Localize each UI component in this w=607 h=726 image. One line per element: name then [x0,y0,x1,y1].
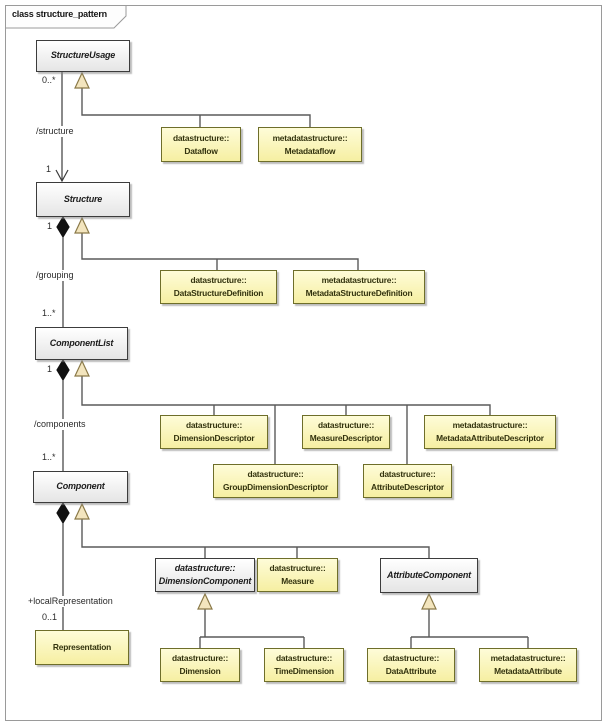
class-attribute-descriptor-label: datastructure:: [379,469,436,480]
edge-label-grouping-target-mult: 1..* [40,308,58,319]
class-data-attribute-label: datastructure:: [382,653,440,664]
class-dimension-descriptor[interactable]: datastructure::DimensionDescriptor [160,415,268,449]
edge-label-structure-role: /structure [34,126,76,137]
class-data-attribute[interactable]: datastructure::DataAttribute [367,648,455,682]
class-attribute-descriptor-label: AttributeDescriptor [371,482,444,492]
class-group-dimension-descriptor[interactable]: datastructure::GroupDimensionDescriptor [213,464,338,498]
class-metadata-structure-definition-label: metadatastructure:: [321,275,397,286]
class-attribute-component[interactable]: AttributeComponent [380,558,478,593]
class-measure-label: datastructure:: [269,563,326,574]
class-measure-descriptor-label: datastructure:: [317,420,375,431]
class-dimension[interactable]: datastructure::Dimension [160,648,240,682]
edge-label-components-source-mult: 1 [45,364,55,375]
class-data-structure-definition-label: DataStructureDefinition [173,288,264,298]
generalization-triangle-icon [74,502,90,520]
class-metadataflow-label: Metadataflow [284,145,336,156]
class-metadata-attribute-descriptor[interactable]: metadatastructure::MetadataAttributeDesc… [424,415,556,449]
class-measure-descriptor-label: MeasureDescriptor [309,433,383,443]
generalization-triangle-icon [74,359,90,377]
class-structure[interactable]: Structure [36,182,130,217]
class-representation-label: Representation [52,642,112,653]
class-measure[interactable]: datastructure::Measure [257,558,338,592]
class-time-dimension[interactable]: datastructure::TimeDimension [264,648,344,682]
edge-generalization-dimensioncomponent-children [199,609,305,648]
class-dimension-component[interactable]: datastructure::DimensionComponent [155,558,255,592]
class-dimension-label: Dimension [179,666,221,676]
class-dimension-label: datastructure:: [171,653,229,664]
edge-label-local-representation-mult: 0..1 [40,612,60,623]
class-metadata-attribute-descriptor-label: metadatastructure:: [452,420,528,431]
generalization-triangle-icon [421,592,437,610]
edge-generalization-structure-children [81,233,359,270]
diagram-frame-title: class structure_pattern [12,9,107,19]
edge-label-components-target-mult: 1..* [40,452,58,463]
edge-generalization-attributecomponent-children [410,609,529,648]
class-data-attribute-label: DataAttribute [385,666,437,676]
class-metadata-attribute-descriptor-label: MetadataAttributeDescriptor [436,433,544,443]
edge-componentlist-component-composition [56,358,70,471]
class-dimension-component-label: DimensionComponent [158,576,252,586]
edge-label-grouping-role: /grouping [34,270,76,281]
class-time-dimension-label: datastructure:: [275,653,333,664]
class-dataflow-label: Dataflow [184,145,218,156]
class-dimension-descriptor-label: DimensionDescriptor [173,433,255,443]
class-metadata-attribute[interactable]: metadatastructure::MetadataAttribute [479,648,577,682]
class-measure-descriptor[interactable]: datastructure::MeasureDescriptor [302,415,390,449]
class-component-label: Component [56,481,105,492]
edge-label-components-role: /components [32,419,88,430]
class-component-list-label: ComponentList [49,337,114,348]
class-metadataflow-label: metadatastructure:: [272,132,348,143]
class-component-list[interactable]: ComponentList [35,327,128,360]
class-measure-label: Measure [281,576,314,586]
generalization-triangle-icon [74,216,90,234]
class-dimension-component-label: datastructure:: [174,562,236,573]
class-representation[interactable]: Representation [35,630,129,665]
class-dimension-descriptor-label: datastructure:: [185,420,243,431]
class-metadata-attribute-label: metadatastructure:: [490,653,566,664]
class-metadata-structure-definition[interactable]: metadatastructure::MetadataStructureDefi… [293,270,425,304]
frame-border [5,5,602,721]
class-time-dimension-label: TimeDimension [274,666,334,676]
class-dataflow[interactable]: datastructure::Dataflow [161,127,241,162]
generalization-triangle-icon [197,592,213,610]
class-structure-label: Structure [63,193,103,204]
edge-structure-componentlist-composition [56,215,70,327]
class-metadata-structure-definition-label: MetadataStructureDefinition [305,288,413,298]
class-group-dimension-descriptor-label: datastructure:: [247,469,304,480]
edge-generalization-componentlist-children [81,376,491,464]
class-metadataflow[interactable]: metadatastructure::Metadataflow [258,127,362,162]
class-structure-usage[interactable]: StructureUsage [36,40,130,72]
class-component[interactable]: Component [33,471,128,503]
class-attribute-descriptor[interactable]: datastructure::AttributeDescriptor [363,464,452,498]
class-metadata-attribute-label: MetadataAttribute [494,666,562,676]
class-data-structure-definition-label: datastructure:: [190,275,247,286]
edge-generalization-component-children [81,519,430,558]
edge-component-representation-composition [56,501,70,630]
edge-label-structure-target-mult: 1 [44,164,54,175]
class-group-dimension-descriptor-label: GroupDimensionDescriptor [222,482,329,492]
class-data-structure-definition[interactable]: datastructure::DataStructureDefinition [160,270,277,304]
edge-label-local-representation-role: +localRepresentation [26,596,115,607]
frame-tab [5,5,127,29]
edge-label-grouping-source-mult: 1 [45,221,55,232]
class-attribute-component-label: AttributeComponent [387,569,471,580]
class-structure-usage-label: StructureUsage [50,50,116,61]
edge-label-structure-source-mult: 0..* [40,75,58,86]
edge-generalization-structureusage-children [81,88,311,127]
class-dataflow-label: datastructure:: [172,132,230,143]
generalization-triangle-icon [74,71,90,89]
